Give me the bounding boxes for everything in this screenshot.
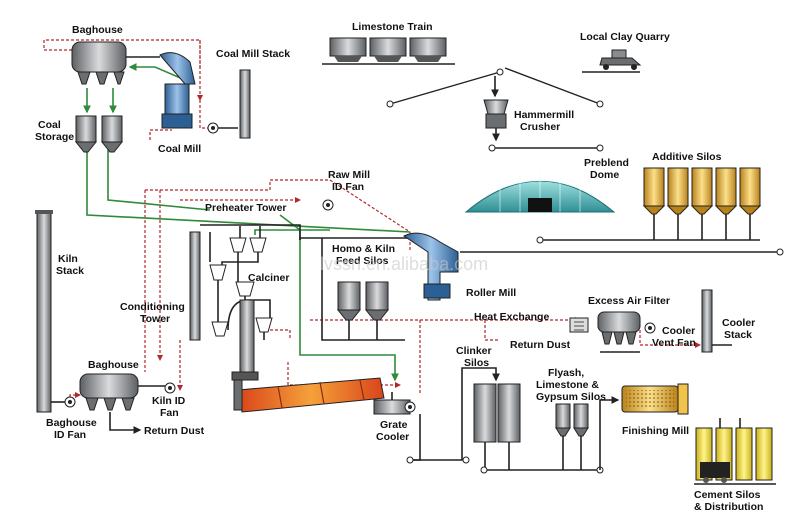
- homo-feed-label-line2: Feed Silos: [336, 255, 389, 267]
- excess-air-filter-label: Excess Air Filter: [588, 295, 670, 307]
- calciner-label: Calciner: [248, 272, 289, 284]
- cooler-vent-fan: [644, 322, 656, 334]
- grate-cooler-label-line1: Grate: [380, 419, 408, 431]
- coal-mill-stack-label: Coal Mill Stack: [216, 48, 290, 60]
- flyash-label-line1: Flyash,: [548, 367, 584, 379]
- heat-exchange-label: Heat Exchange: [474, 311, 549, 323]
- conveyor-train-to-crusher: [389, 71, 501, 105]
- cement-silos-label-line2: & Distribution: [694, 501, 763, 513]
- clinker-silos: [473, 383, 521, 470]
- kiln-id-fan-label-line1: Kiln ID: [152, 395, 186, 407]
- raw-mill-fan-label-line2: ID Fan: [332, 181, 364, 193]
- baghouse-id-fan-label-line2: ID Fan: [54, 429, 86, 441]
- hammermill-label-line1: Hammermill: [514, 109, 574, 121]
- baghouse-top: [71, 41, 160, 85]
- excess-air-filter: [597, 311, 641, 353]
- hammermill-crusher: [483, 99, 509, 142]
- clinker-silos-label-line2: Silos: [464, 357, 489, 369]
- kiln-stack: [35, 210, 53, 413]
- flyash-label-line3: Gypsum Silos: [536, 391, 606, 403]
- local-clay-quarry: [582, 49, 642, 73]
- coal-storage-silos: [74, 115, 124, 153]
- preblend-label-line1: Preblend: [584, 157, 629, 169]
- finishing-mill-label: Finishing Mill: [622, 425, 689, 437]
- clinker-silos-label-line1: Clinker: [456, 345, 492, 357]
- cooler-vent-fan-label-line1: Cooler: [662, 325, 695, 337]
- grate-cooler-label-line2: Cooler: [376, 431, 409, 443]
- watermark: lvssn.en.alibaba.com: [320, 254, 488, 274]
- conveyor-quarry-to-crusher: [504, 67, 601, 105]
- preblend-label-line2: Dome: [590, 169, 619, 181]
- cement-silos-label-line1: Cement Silos: [694, 489, 761, 501]
- conditioning-tower: [189, 231, 201, 341]
- return-dust-left-label: Return Dust: [144, 425, 205, 437]
- conditioning-tower-label-line1: Conditioning: [120, 301, 185, 313]
- finishing-mill: [621, 383, 689, 415]
- coal-storage-label-line2: Storage: [35, 131, 74, 143]
- limestone-train: [322, 37, 455, 65]
- homo-kiln-feed-silos: [299, 237, 410, 341]
- preblend-dome: [464, 167, 616, 213]
- conditioning-tower-label-line2: Tower: [140, 313, 170, 325]
- hammermill-label-line2: Crusher: [520, 121, 560, 133]
- preheater-tower-label: Preheater Tower: [205, 202, 287, 214]
- coal-mill-stack: [239, 69, 251, 139]
- rotary-kiln: [231, 371, 385, 413]
- flyash-limestone-gypsum-silos: [555, 403, 589, 470]
- additive-silos: [642, 167, 762, 240]
- roller-mill: [403, 232, 459, 301]
- limestone-train-label: Limestone Train: [352, 21, 433, 33]
- coal-storage-label-line1: Coal: [38, 119, 61, 131]
- additive-silos-label: Additive Silos: [652, 151, 722, 163]
- coal-mill: [159, 52, 238, 134]
- cooler-vent-fan-label-line2: Vent Fan: [652, 337, 696, 349]
- preheater-tower: [189, 224, 301, 373]
- kiln-id-fan-label-line2: Fan: [160, 407, 179, 419]
- baghouse-top-label: Baghouse: [72, 24, 123, 36]
- grate-cooler: [373, 392, 416, 415]
- return-dust-right-label: Return Dust: [510, 339, 571, 351]
- flyash-label-line2: Limestone &: [536, 379, 599, 391]
- cooler-stack: [701, 289, 713, 353]
- heat-exchanger: [569, 317, 589, 333]
- raw-mill-fan-label-line1: Raw Mill: [328, 169, 370, 181]
- cooler-stack-label-line1: Cooler: [722, 317, 755, 329]
- kiln-stack-label-line2: Stack: [56, 265, 84, 277]
- kiln-stack-label-line1: Kiln: [58, 253, 78, 265]
- cement-truck: [700, 462, 730, 478]
- local-clay-quarry-label: Local Clay Quarry: [580, 31, 670, 43]
- cooler-stack-label-line2: Stack: [724, 329, 752, 341]
- coal-mill-label: Coal Mill: [158, 143, 201, 155]
- cement-silos: [694, 418, 776, 485]
- roller-mill-label: Roller Mill: [466, 287, 516, 299]
- baghouse-bottom: [51, 373, 176, 434]
- baghouse-id-fan-label-line1: Baghouse: [46, 417, 97, 429]
- cooler-discharge: [410, 414, 421, 461]
- gas-flow-lines: [43, 39, 701, 402]
- baghouse-bottom-label: Baghouse: [88, 359, 139, 371]
- homo-feed-label-line1: Homo & Kiln: [332, 243, 395, 255]
